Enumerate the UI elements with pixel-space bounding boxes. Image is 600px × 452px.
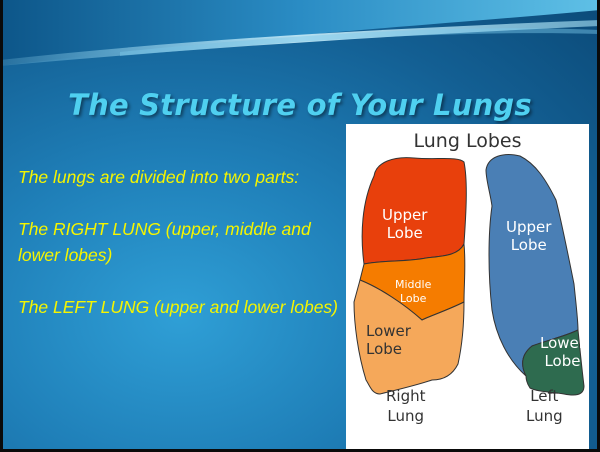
lung-lobes-diagram: Lung Lobes Upper Lobe Middle Lobe Lower … (346, 124, 589, 449)
label-right-middle-line1: Middle (395, 278, 431, 292)
diagram-title: Lung Lobes (346, 130, 589, 152)
label-right-lower-lobe: Lower Lobe (366, 322, 411, 358)
label-left-lung: Left Lung (526, 386, 563, 426)
label-right-upper-lobe: Upper Lobe (382, 206, 427, 242)
label-right-lung-line1: Right (386, 386, 426, 406)
label-left-lung-line2: Lung (526, 406, 563, 426)
label-right-lung: Right Lung (386, 386, 426, 426)
slide-title: The Structure of Your Lungs (0, 88, 600, 122)
paragraph-intro: The lungs are divided into two parts: (18, 164, 338, 190)
label-right-lower-line2: Lobe (366, 340, 411, 358)
paragraph-left-lung: The LEFT LUNG (upper and lower lobes) (18, 294, 338, 320)
label-right-upper-line1: Upper (382, 206, 427, 224)
paragraph-right-lung: The RIGHT LUNG (upper, middle and lower … (18, 216, 338, 268)
label-left-upper-line2: Lobe (506, 236, 551, 254)
label-right-lung-line2: Lung (386, 406, 426, 426)
label-left-upper-line1: Upper (506, 218, 551, 236)
label-right-lower-line1: Lower (366, 322, 411, 340)
label-right-upper-line2: Lobe (382, 224, 427, 242)
label-right-middle-line2: Lobe (395, 292, 431, 306)
label-left-upper-lobe: Upper Lobe (506, 218, 551, 254)
label-left-lower-lobe: Lower Lobe (540, 334, 585, 370)
label-left-lung-line1: Left (526, 386, 563, 406)
label-right-middle-lobe: Middle Lobe (395, 278, 431, 306)
label-left-lower-line2: Lobe (540, 352, 585, 370)
header-wave-decoration (0, 0, 600, 70)
body-text: The lungs are divided into two parts: Th… (18, 164, 338, 346)
label-left-lower-line1: Lower (540, 334, 585, 352)
